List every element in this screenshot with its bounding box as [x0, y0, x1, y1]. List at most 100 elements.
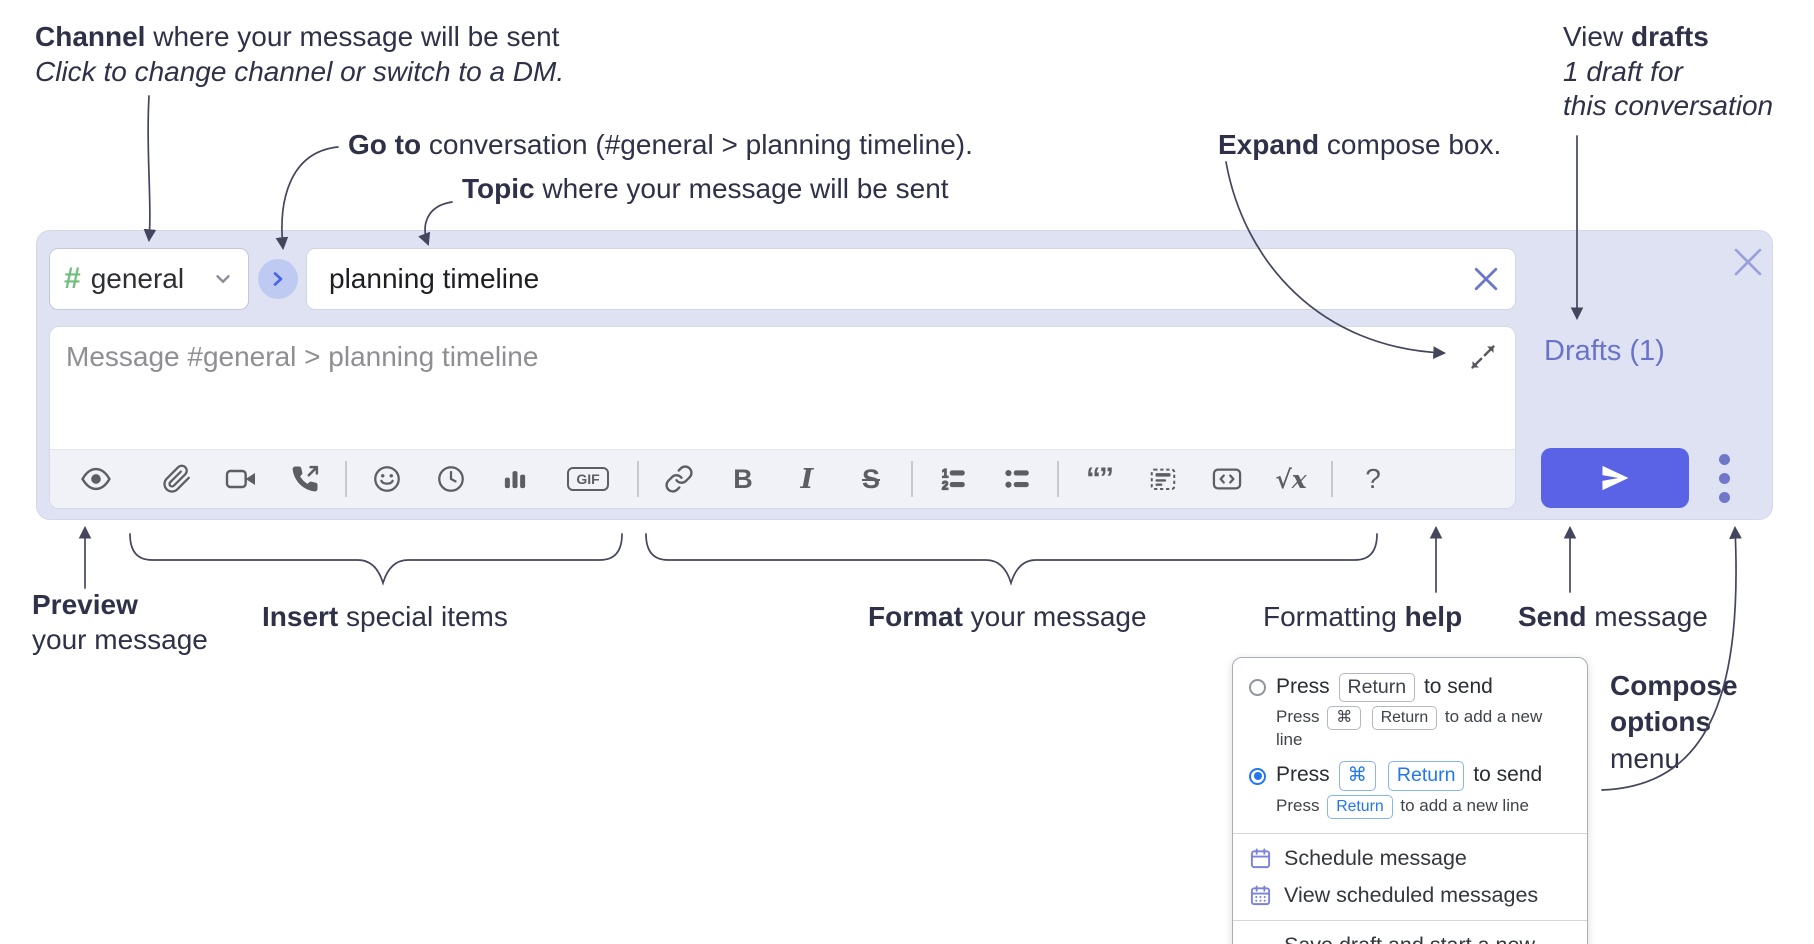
bold-icon: B — [733, 463, 753, 494]
key-return: Return — [1327, 794, 1393, 819]
option-return-to-send[interactable]: Press Return to send — [1233, 670, 1587, 705]
kebab-dot — [1718, 453, 1730, 465]
paperclip-icon — [163, 464, 190, 493]
bulleted-list-button[interactable] — [998, 457, 1036, 501]
annotation-topic: Topic where your message will be sent — [462, 173, 949, 204]
gif-button[interactable]: GIF — [560, 457, 616, 501]
brace-insert-group — [129, 533, 623, 586]
calendar-icon — [1250, 848, 1271, 869]
message-input[interactable] — [50, 327, 1515, 448]
toolbar-divider — [1331, 461, 1333, 497]
spoiler-icon — [1150, 468, 1176, 490]
option-return-subtext: Press ⌘ Return to add a new line — [1276, 706, 1543, 750]
arrow-to-channel-selector — [143, 95, 157, 243]
annotation-preview: Preview your message — [32, 589, 208, 655]
key-cmd: ⌘ — [1327, 706, 1361, 731]
message-formatting-help-button[interactable]: ? — [1354, 457, 1392, 501]
radio-unselected[interactable] — [1249, 679, 1266, 697]
code-button[interactable] — [1208, 457, 1246, 501]
option-cmd-return-subtext: Press Return to add a new line — [1233, 794, 1587, 827]
menu-item-schedule-message[interactable]: Schedule message — [1233, 840, 1587, 877]
toolbar-divider — [911, 461, 913, 497]
bold-button[interactable]: B — [724, 457, 762, 501]
option-cmd-return-to-send[interactable]: Press ⌘ Return to send — [1233, 758, 1587, 793]
annotation-format: Format your message — [868, 601, 1147, 632]
popup-divider — [1233, 832, 1587, 834]
svg-text:2: 2 — [941, 479, 947, 492]
popup-divider — [1233, 919, 1587, 921]
menu-item-view-scheduled[interactable]: View scheduled messages — [1233, 877, 1587, 914]
toolbar-divider — [1057, 461, 1059, 497]
toolbar-divider — [637, 461, 639, 497]
compose-box: # general — [36, 230, 1773, 520]
annotation-expand: Expand compose box. — [1218, 129, 1502, 160]
clock-icon — [438, 466, 464, 492]
radio-selected[interactable] — [1249, 767, 1266, 785]
kebab-dot — [1718, 491, 1730, 503]
quote-icon: “” — [1086, 462, 1114, 495]
annotation-compose-options: Compose options menu — [1610, 670, 1738, 774]
eye-icon — [81, 467, 111, 491]
quote-button[interactable]: “” — [1080, 457, 1118, 501]
schedule-time-button[interactable] — [432, 457, 470, 501]
code-icon — [1212, 468, 1242, 490]
drafts-link[interactable]: Drafts (1) — [1544, 335, 1665, 367]
annotation-channel: Channel where your message will be sent … — [35, 21, 565, 87]
annotation-goto: Go to conversation (#general > planning … — [348, 129, 973, 160]
bulleted-list-icon — [1004, 469, 1029, 488]
close-compose-icon[interactable] — [1731, 245, 1765, 279]
svg-text:1: 1 — [941, 467, 948, 480]
send-paper-plane-icon — [1602, 465, 1629, 491]
topic-input-wrapper — [306, 248, 1516, 310]
numbered-list-icon: 1 2 — [941, 467, 965, 492]
key-return: Return — [1338, 673, 1416, 703]
annotation-insert: Insert special items — [262, 601, 508, 632]
message-box: GIF B I S — [49, 326, 1516, 509]
bar-chart-icon — [504, 471, 526, 489]
annotation-formatting-help: Formatting help — [1263, 601, 1463, 632]
question-mark-icon: ? — [1365, 463, 1381, 494]
chevron-down-icon — [216, 275, 230, 283]
send-button[interactable] — [1541, 448, 1689, 508]
emoji-button[interactable] — [368, 457, 406, 501]
strikethrough-icon: S — [861, 463, 880, 494]
kebab-dot — [1718, 472, 1730, 484]
video-call-button[interactable] — [222, 457, 260, 501]
topic-input[interactable] — [306, 248, 1516, 310]
brace-format-group — [645, 533, 1378, 586]
link-button[interactable] — [660, 457, 698, 501]
clear-topic-icon[interactable] — [1472, 265, 1500, 293]
italic-button[interactable]: I — [788, 457, 826, 501]
key-return: Return — [1387, 761, 1465, 791]
channel-selector[interactable]: # general — [49, 248, 249, 310]
video-camera-icon — [225, 469, 255, 489]
preview-button[interactable] — [77, 457, 115, 501]
key-return: Return — [1371, 706, 1438, 731]
channel-hash-icon: # — [64, 262, 81, 295]
key-cmd: ⌘ — [1338, 761, 1377, 791]
spoiler-button[interactable] — [1144, 457, 1182, 501]
strikethrough-button[interactable]: S — [852, 457, 890, 501]
compose-toolbar: GIF B I S — [50, 449, 1515, 508]
expand-compose-icon[interactable] — [1469, 343, 1497, 371]
formatting-options-popup: Press Return to send Press ⌘ Return to a… — [1232, 657, 1588, 944]
menu-item-save-draft[interactable]: Save draft and start a new message — [1233, 927, 1587, 944]
italic-icon: I — [800, 463, 814, 495]
chevron-right-icon — [273, 272, 283, 286]
annotation-view-drafts: View drafts 1 draft for this conversatio… — [1563, 21, 1774, 122]
poll-button[interactable] — [496, 457, 534, 501]
gif-icon: GIF — [567, 467, 609, 491]
go-to-conversation-button[interactable] — [258, 259, 298, 299]
compose-options-button[interactable] — [1702, 450, 1746, 506]
audio-call-button[interactable] — [286, 457, 324, 501]
attach-file-button[interactable] — [158, 457, 196, 501]
smiley-icon — [374, 466, 400, 492]
link-icon — [665, 465, 693, 493]
toolbar-divider — [345, 461, 347, 497]
math-icon: √x — [1275, 464, 1307, 494]
math-button[interactable]: √x — [1272, 457, 1310, 501]
annotation-send: Send message — [1518, 601, 1708, 632]
numbered-list-button[interactable]: 1 2 — [934, 457, 972, 501]
phone-call-icon — [292, 465, 319, 492]
